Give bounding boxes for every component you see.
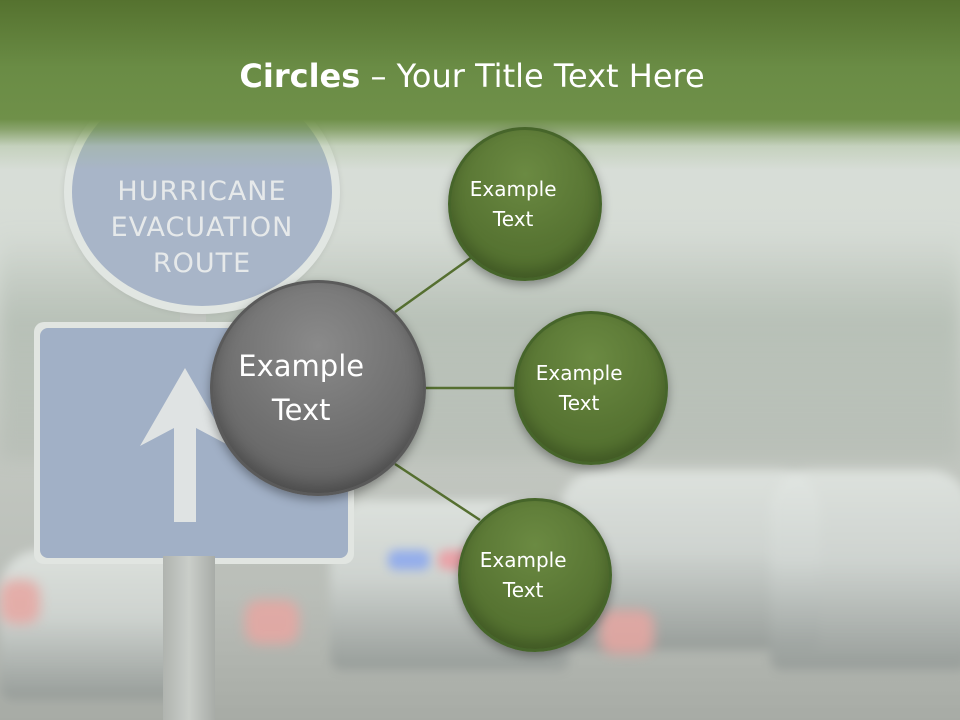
background-tail-light (0, 580, 40, 624)
node-circle-text-line: Text (558, 391, 600, 415)
node-circle-1[interactable]: Example Text (448, 127, 602, 281)
node-circle-text-line: Text (502, 578, 544, 602)
node-circle-text-line: Example (469, 177, 557, 201)
center-circle[interactable]: Example Text (210, 280, 426, 496)
up-arrow-icon (140, 368, 230, 522)
sign-text-line: ROUTE (152, 248, 252, 279)
node-circle-text-line: Example (479, 548, 567, 572)
slide-title[interactable]: Circles – Your Title Text Here (0, 52, 944, 100)
background-tail-light (600, 610, 654, 654)
background-tail-light (245, 600, 299, 644)
background-siren-light (388, 550, 430, 570)
node-circle-2[interactable]: Example Text (514, 311, 668, 465)
node-circle-3[interactable]: Example Text (458, 498, 612, 652)
title-rest: – Your Title Text Here (360, 57, 705, 95)
sign-text-line: EVACUATION (110, 212, 294, 243)
center-circle-text-line: Example (238, 349, 365, 383)
sign-text-line: HURRICANE (117, 176, 287, 207)
connector-line (394, 255, 473, 314)
sign-pole (163, 556, 215, 720)
node-circle-text-line: Example (535, 361, 623, 385)
connector-line (394, 462, 481, 522)
center-circle-text-line: Text (271, 393, 331, 427)
background-car (770, 470, 960, 670)
node-circle-text-line: Text (492, 207, 534, 231)
title-bold: Circles (239, 57, 361, 95)
